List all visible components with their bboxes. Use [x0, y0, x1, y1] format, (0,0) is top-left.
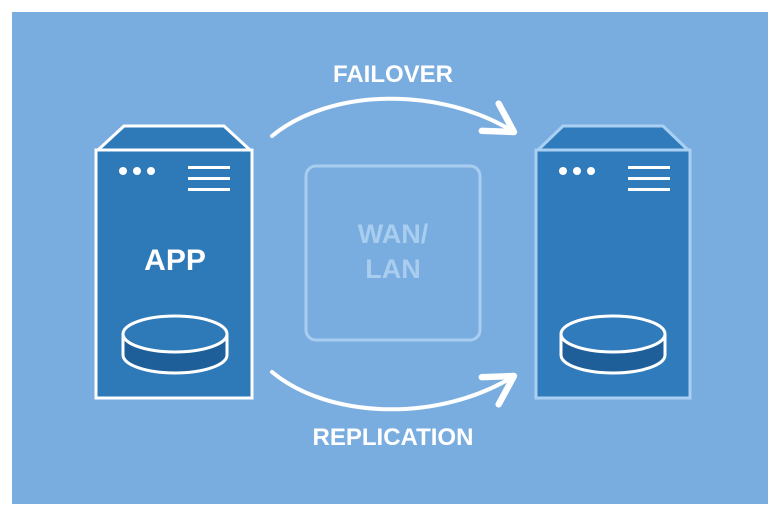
three-dots-icon	[119, 167, 155, 175]
secondary-server	[534, 124, 692, 400]
failover-arrow	[270, 96, 518, 138]
secondary-server-top	[536, 124, 690, 152]
database-disk-icon-secondary	[559, 314, 667, 375]
three-dots-icon-secondary	[559, 167, 595, 175]
replication-label: REPLICATION	[313, 424, 474, 451]
network-label-line1: WAN/	[358, 219, 429, 249]
hamburger-icon	[188, 166, 230, 191]
primary-server-top	[96, 124, 252, 152]
replication-arrow	[270, 370, 518, 412]
hamburger-icon-secondary	[628, 166, 670, 191]
network-box	[304, 164, 482, 342]
primary-server-label: APP	[144, 244, 206, 277]
database-disk-icon	[121, 314, 229, 375]
network-label-line2: LAN	[365, 254, 421, 284]
failover-label: FAILOVER	[333, 61, 453, 88]
primary-server: APP	[94, 124, 254, 400]
